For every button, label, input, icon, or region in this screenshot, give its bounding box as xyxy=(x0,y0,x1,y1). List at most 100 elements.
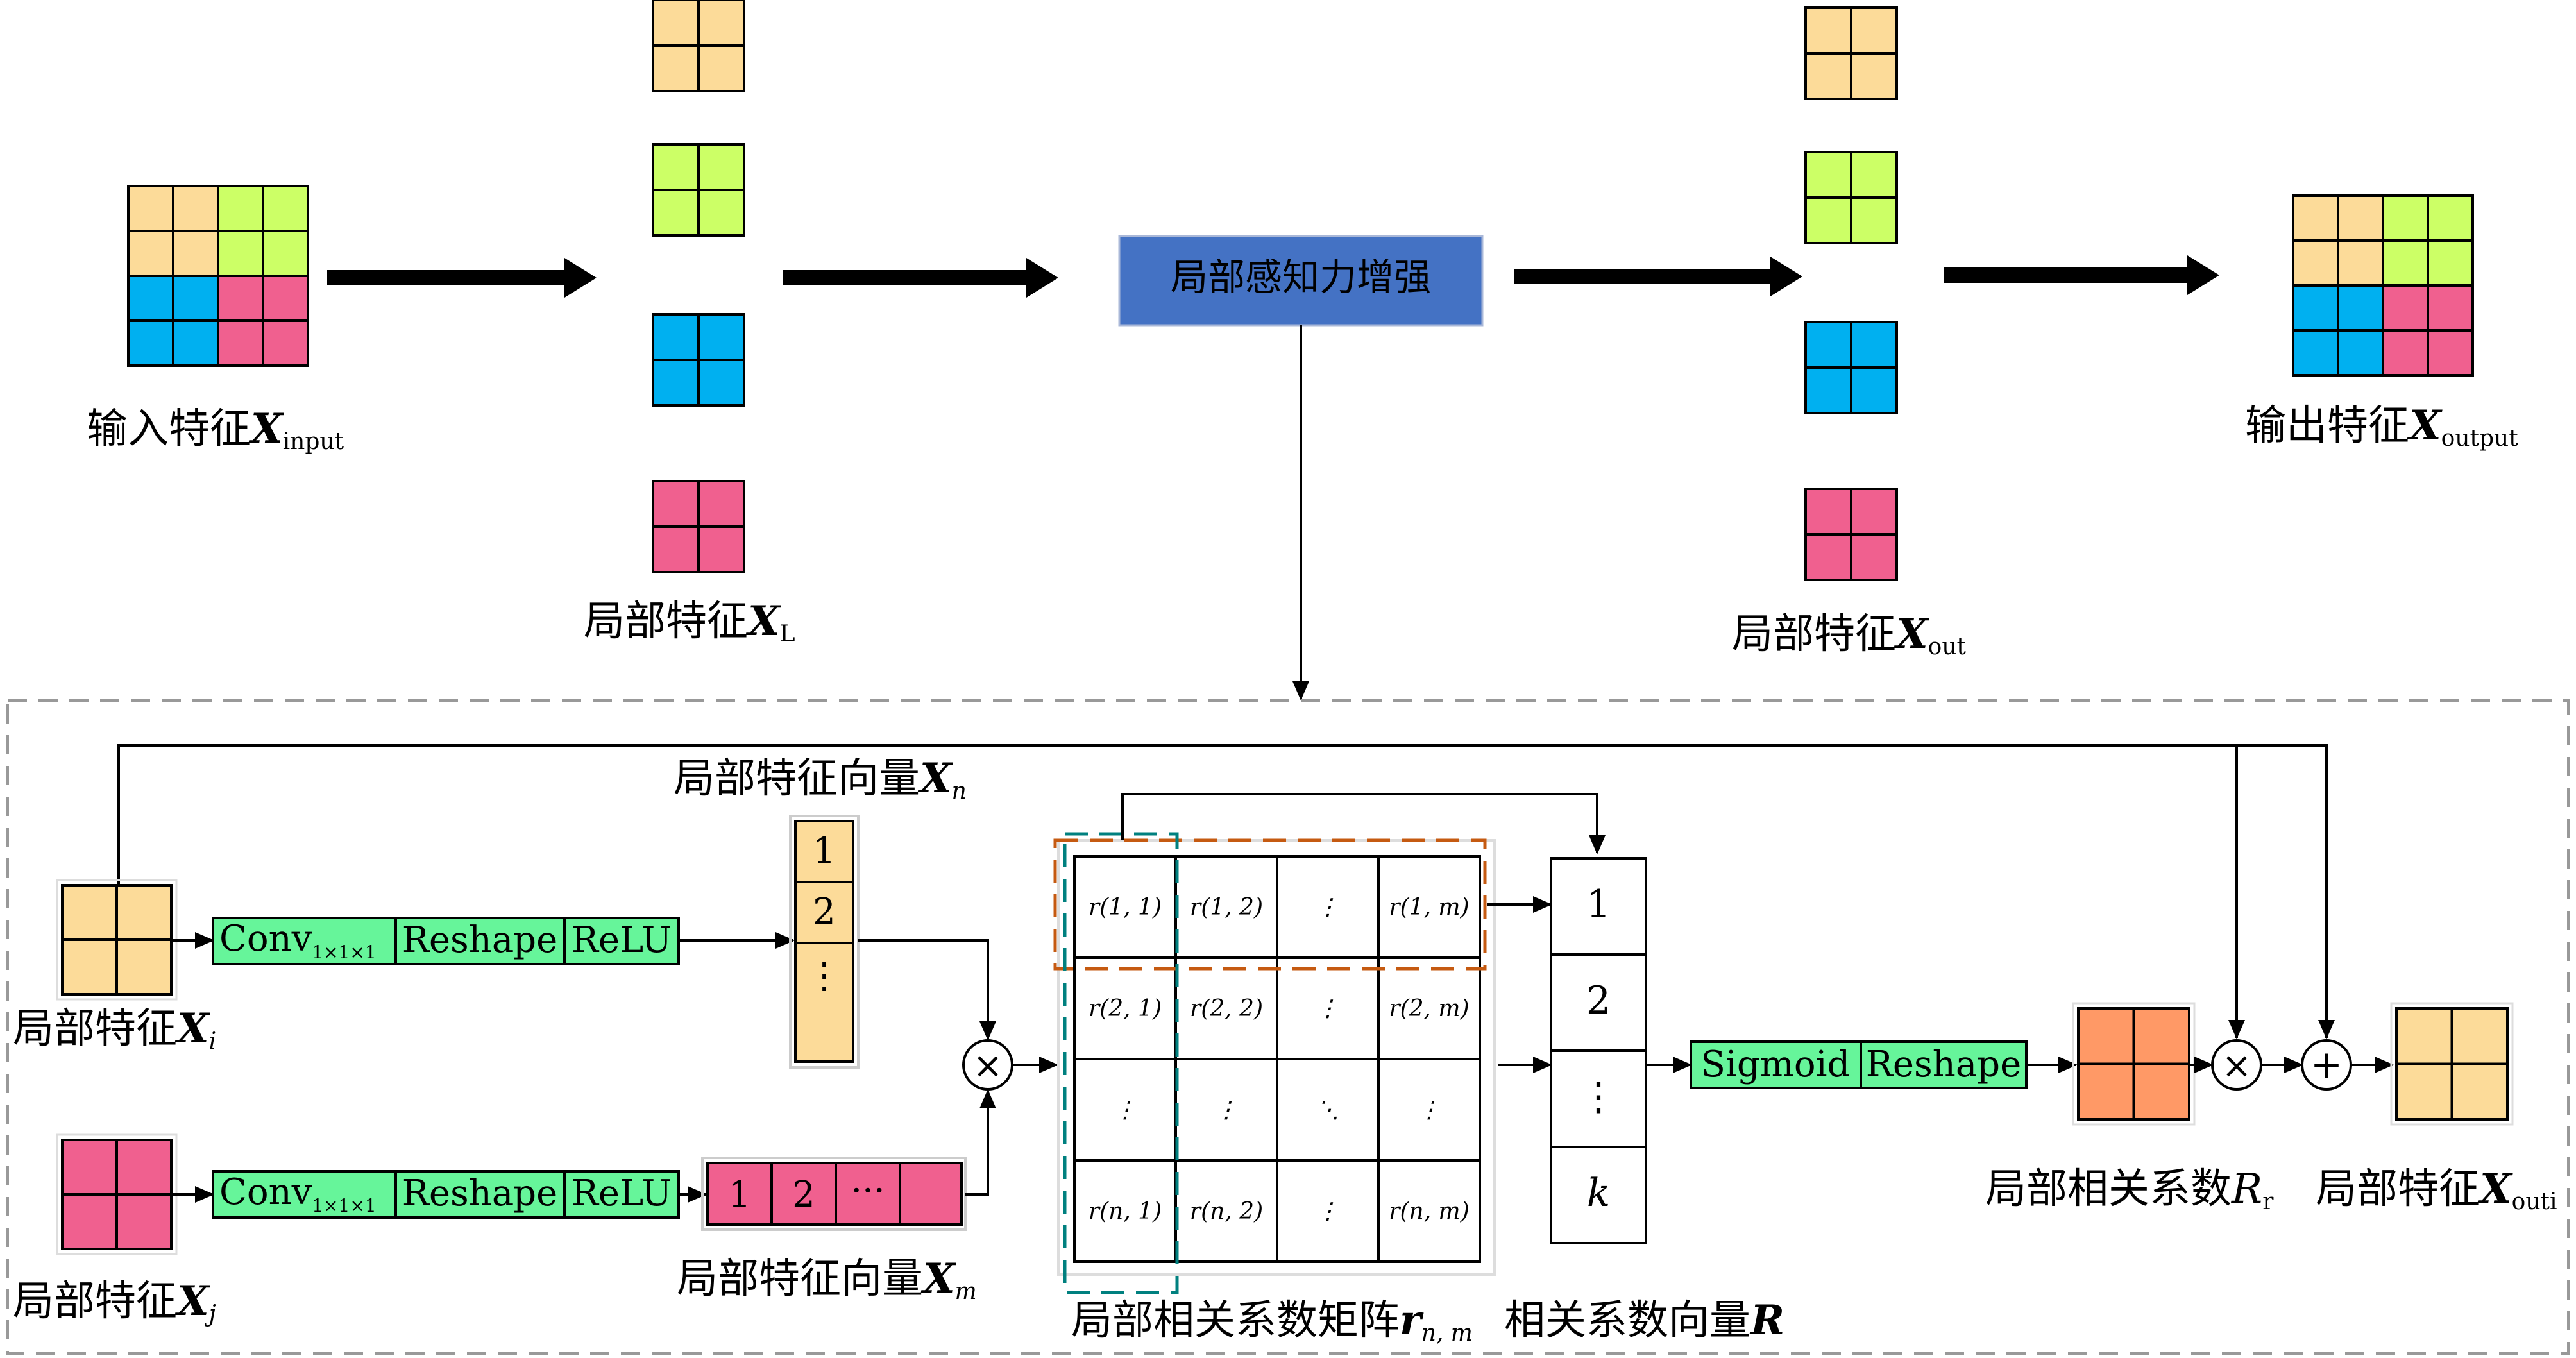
local-feature-blocks-in xyxy=(652,0,745,573)
coefficient-vector-label: 相关系数向量R xyxy=(1504,1296,1784,1345)
local-feature-xj-label: 局部特征Xj xyxy=(13,1277,216,1327)
quad-pink-cell xyxy=(262,275,309,322)
quad-pink-cell xyxy=(2382,329,2429,377)
matrix-cell xyxy=(1276,1159,1380,1263)
quad-blue-cell xyxy=(127,275,174,322)
quad-blue-cell xyxy=(172,319,219,367)
local-out-pink-cell xyxy=(1850,488,1898,536)
local-out-yellow xyxy=(1804,6,1898,100)
local-out-green-cell xyxy=(1850,196,1898,244)
local-coefficient-rr-grid xyxy=(2072,1002,2196,1126)
row-highlight xyxy=(1053,838,1487,971)
multiply-symbol-2: × xyxy=(2222,1045,2252,1087)
local-out-blue xyxy=(1804,321,1898,414)
multiply-node-1: × xyxy=(962,1039,1013,1091)
vector-xm: 1 2 ··· xyxy=(701,1157,967,1231)
skip-connection-add-line xyxy=(2237,744,2335,1039)
quad-green-cell xyxy=(2382,194,2429,242)
xouti-cell xyxy=(2450,1007,2509,1065)
matrix-cell-text: r(n, 1) xyxy=(1089,1198,1162,1225)
quad-yellow-cell xyxy=(2292,194,2339,242)
matrix-cell xyxy=(1073,956,1177,1060)
vec-m-to-multiply xyxy=(965,1089,996,1196)
local-in-yellow-cell xyxy=(652,44,700,92)
local-in-green xyxy=(652,143,745,237)
matrix-cell-text: r(2, 2) xyxy=(1190,996,1263,1022)
local-in-green-cell xyxy=(697,143,745,191)
output-feature-label: 输出特征Xoutput xyxy=(2245,402,2518,452)
quad-blue xyxy=(2292,284,2384,377)
multiply-node-2: × xyxy=(2211,1039,2262,1091)
local-out-green-cell xyxy=(1850,151,1898,199)
vec-m-cell-3: ··· xyxy=(851,1170,885,1212)
matrix-cell-text: r(2, 1) xyxy=(1089,996,1162,1022)
relu-label-lower: ReLU xyxy=(572,1173,672,1214)
quad-yellow-cell xyxy=(2292,239,2339,287)
matrix-cell xyxy=(1174,1058,1278,1162)
local-out-blue-cell xyxy=(1804,366,1852,414)
local-in-green-cell xyxy=(652,143,700,191)
quad-green-cell xyxy=(2427,239,2474,287)
column-highlight xyxy=(1063,832,1179,1294)
local-out-green-cell xyxy=(1804,151,1852,199)
xj xyxy=(61,1139,173,1250)
quad-pink-cell xyxy=(2382,284,2429,332)
local-feature-xouti-label: 局部特征Xouti xyxy=(2316,1165,2557,1215)
matrix-cell xyxy=(1073,855,1177,959)
output-feature-grid xyxy=(2292,194,2474,377)
rr-cell xyxy=(2077,1062,2135,1121)
local-in-pink-cell xyxy=(652,480,700,528)
quad-blue-cell xyxy=(2292,329,2339,377)
conv-label-upper: Conv1×1×1 xyxy=(219,918,377,963)
conv-label-lower: Conv1×1×1 xyxy=(219,1171,377,1216)
local-out-blue-cell xyxy=(1850,366,1898,414)
local-in-pink-cell xyxy=(697,525,745,573)
rvec-cell-4: k xyxy=(1587,1171,1610,1216)
local-coefficient-rr-label: 局部相关系数Rr xyxy=(1985,1166,2274,1215)
local-out-pink-cell xyxy=(1850,533,1898,581)
matrix-cell-text: ⋮ xyxy=(1215,1097,1238,1123)
vec-m-cell-1: 1 xyxy=(728,1174,751,1216)
local-in-pink-cell xyxy=(652,525,700,573)
quad-pink-cell xyxy=(2427,284,2474,332)
input-feature-grid xyxy=(127,185,309,367)
quad-blue-cell xyxy=(2337,284,2384,332)
detail-panel-border xyxy=(6,699,2570,1355)
matrix-top-to-rvec-arrow xyxy=(1121,793,1606,854)
quad-yellow-cell xyxy=(172,185,219,232)
add-symbol: + xyxy=(2310,1042,2343,1087)
matrix-cell xyxy=(1174,1159,1278,1263)
matrix-cell xyxy=(1377,1159,1481,1263)
quad-pink-cell xyxy=(2427,329,2474,377)
coefficient-vector-r: 1 2 ⋮ k xyxy=(1550,857,1647,1244)
quad-pink xyxy=(217,275,309,367)
vec-n-cell-3: ⋮ xyxy=(806,955,842,997)
local-in-green-cell xyxy=(652,189,700,237)
matrix-label: 局部相关系数矩阵rn, m xyxy=(1071,1296,1473,1346)
matrix-cell-text: r(n, m) xyxy=(1389,1198,1470,1225)
quad-yellow-cell xyxy=(127,185,174,232)
input-feature-label: 输入特征Xinput xyxy=(87,405,344,455)
matrix-cell-text: ⋮ xyxy=(1418,1097,1441,1123)
local-in-blue-cell xyxy=(652,313,700,361)
quad-green-cell xyxy=(2382,239,2429,287)
quad-green xyxy=(2382,194,2474,287)
local-out-pink-cell xyxy=(1804,533,1852,581)
rr xyxy=(2077,1007,2190,1121)
xi-cell xyxy=(61,938,118,996)
matrix-cell-text: r(1, 1) xyxy=(1089,894,1162,921)
rvec-cell-1: 1 xyxy=(1586,882,1611,927)
quad-yellow-cell xyxy=(2337,239,2384,287)
local-in-blue xyxy=(652,313,745,407)
local-out-yellow-cell xyxy=(1850,52,1898,100)
local-out-yellow-cell xyxy=(1804,52,1852,100)
local-out-pink-cell xyxy=(1804,488,1852,536)
vector-xm-label: 局部特征向量Xm xyxy=(677,1255,977,1305)
matrix-cell-text: r(n, 2) xyxy=(1190,1198,1263,1225)
local-in-green-cell xyxy=(697,189,745,237)
local-feature-blocks-out xyxy=(1804,6,1898,581)
local-feature-xj-grid xyxy=(56,1133,178,1255)
local-in-blue-cell xyxy=(652,359,700,407)
module-label: 局部感知力增强 xyxy=(1171,255,1431,299)
